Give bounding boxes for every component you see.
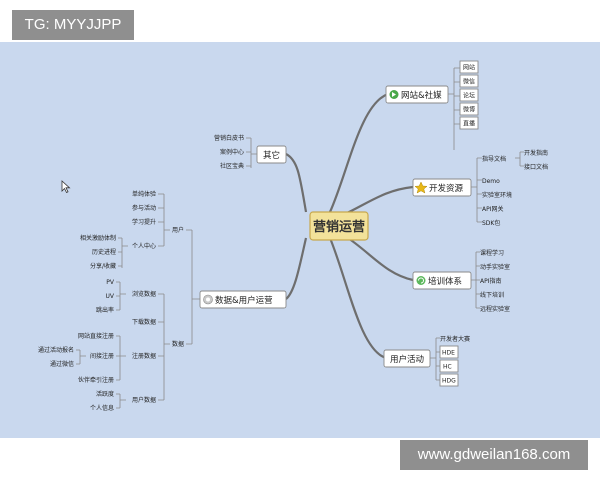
leaf-partner-register: 伙伴牵引注册 xyxy=(78,376,114,384)
leaf-website: 网站 xyxy=(463,64,475,72)
leaf-api-docs: 接口文档 xyxy=(524,163,548,171)
leaf-user-data: 用户数据 xyxy=(132,396,156,404)
training-label: 培训体系 xyxy=(428,276,462,287)
leaf-hc: HC xyxy=(443,364,452,371)
leaf-join-events: 参与活动 xyxy=(132,204,156,212)
leaf-uv: UV xyxy=(106,293,115,300)
training-leaves: 课程学习 动手实验室 API指南 线下培训 远程实验室 xyxy=(480,249,510,313)
node-user-events: 用户活动 xyxy=(383,349,431,368)
other-leaves: 营销白皮书 案例中心 社区宝典 xyxy=(214,134,244,170)
branch-data xyxy=(285,237,308,300)
mindmap-canvas: 营销运营 网站&社媒 开发资源 培训体系 用户活动 其它 xyxy=(0,42,600,438)
leaf-personal-info: 个人信息 xyxy=(90,404,114,412)
leaf-community: 社区宝典 xyxy=(220,162,244,170)
leaf-dev-guide: 开发指南 xyxy=(524,149,548,157)
website-social-label: 网站&社媒 xyxy=(401,90,442,101)
branch-events xyxy=(328,237,387,360)
leaf-api-gateway: API网关 xyxy=(482,205,504,213)
data-ops-label: 数据&用户运营 xyxy=(215,295,273,306)
leaf-browse-data: 浏览数据 xyxy=(132,290,156,298)
leaf-incentive: 相关激励体制 xyxy=(80,234,116,242)
branch-training xyxy=(344,235,414,282)
user-subtree: 用户 单纯体验 参与活动 学习提升 个人中心 相关激励体制 历史进程 分享/收藏 xyxy=(80,190,184,270)
leaf-indirect-register: 间接注册 xyxy=(90,352,114,360)
cursor-icon xyxy=(61,180,71,194)
leaf-share-favorite: 分享/收藏 xyxy=(90,262,116,270)
node-website-social: 网站&社媒 xyxy=(385,85,449,104)
leaf-personal-center: 个人中心 xyxy=(132,242,156,250)
leaf-pv: PV xyxy=(106,279,115,286)
branch-dev xyxy=(344,185,414,215)
leaf-whitepaper: 营销白皮书 xyxy=(214,134,244,142)
user-events-leaves: 开发者大赛 HDE HC HDG xyxy=(439,335,470,387)
leaf-case-center: 案例中心 xyxy=(220,148,244,156)
connectors-left xyxy=(76,137,257,409)
leaf-hdg: HDG xyxy=(442,378,456,385)
node-dev-resources: 开发资源 xyxy=(412,178,472,197)
other-label: 其它 xyxy=(263,150,280,161)
dev-resources-leaves: 指导文档 Demo 实验室环境 API网关 SDK包 开发指南 接口文档 xyxy=(482,149,548,227)
center-node-label: 营销运营 xyxy=(313,219,365,235)
circle-icon xyxy=(203,294,213,305)
mindmap-diagram: 营销运营 网站&社媒 开发资源 培训体系 用户活动 其它 xyxy=(38,60,548,412)
leaf-pure-experience: 单纯体验 xyxy=(132,190,156,198)
leaf-bounce-rate: 跳出率 xyxy=(96,306,114,314)
branch-website xyxy=(328,92,389,213)
arrow-icon xyxy=(389,90,399,99)
star-icon xyxy=(414,181,428,194)
leaf-course: 课程学习 xyxy=(480,249,504,257)
data-subtree: 数据 浏览数据 PV UV 跳出率 下载数据 注册数据 网站直接注册 间接注册 … xyxy=(38,279,184,412)
website-social-leaves: 网站 微信 论坛 微博 直播 xyxy=(459,60,479,130)
node-data-ops: 数据&用户运营 xyxy=(199,290,287,309)
leaf-api-guide: API指南 xyxy=(480,277,502,285)
leaf-learning: 学习提升 xyxy=(132,218,156,226)
leaf-sdk: SDK包 xyxy=(482,219,500,227)
branch-other xyxy=(285,153,308,213)
node-user: 用户 xyxy=(172,226,184,234)
leaf-dev-contest: 开发者大赛 xyxy=(440,335,470,343)
leaf-history: 历史进程 xyxy=(92,248,116,256)
top-watermark: TG: MYYJJPP xyxy=(12,10,134,40)
center-node xyxy=(309,211,369,241)
leaf-direct-register: 网站直接注册 xyxy=(78,332,114,340)
leaf-forum: 论坛 xyxy=(463,92,475,100)
leaf-remote-lab: 远程实验室 xyxy=(480,305,510,313)
user-events-label: 用户活动 xyxy=(390,354,425,365)
leaf-offline-training: 线下培训 xyxy=(480,291,504,299)
leaf-weibo: 微博 xyxy=(463,106,475,114)
node-data: 数据 xyxy=(172,340,184,348)
leaf-activity: 活跃度 xyxy=(96,390,114,398)
bottom-watermark: www.gdweilan168.com xyxy=(400,440,588,470)
leaf-hde: HDE xyxy=(442,350,455,357)
leaf-via-event-signup: 通过活动报名 xyxy=(38,346,74,354)
leaf-via-wechat: 通过微信 xyxy=(50,360,74,368)
leaf-register-data: 注册数据 xyxy=(132,352,156,360)
leaf-download-data: 下载数据 xyxy=(132,318,156,326)
leaf-guide-docs: 指导文档 xyxy=(482,155,506,163)
leaf-hands-on-lab: 动手实验室 xyxy=(480,263,510,271)
node-training: 培训体系 xyxy=(412,271,472,290)
leaf-live: 直播 xyxy=(463,120,475,128)
connectors-right xyxy=(430,67,524,381)
dev-resources-label: 开发资源 xyxy=(429,183,464,194)
recycle-icon xyxy=(416,276,426,285)
leaf-demo: Demo xyxy=(482,178,500,185)
leaf-lab-env: 实验室环境 xyxy=(482,191,512,199)
node-other: 其它 xyxy=(256,145,287,164)
leaf-wechat: 微信 xyxy=(463,78,475,86)
